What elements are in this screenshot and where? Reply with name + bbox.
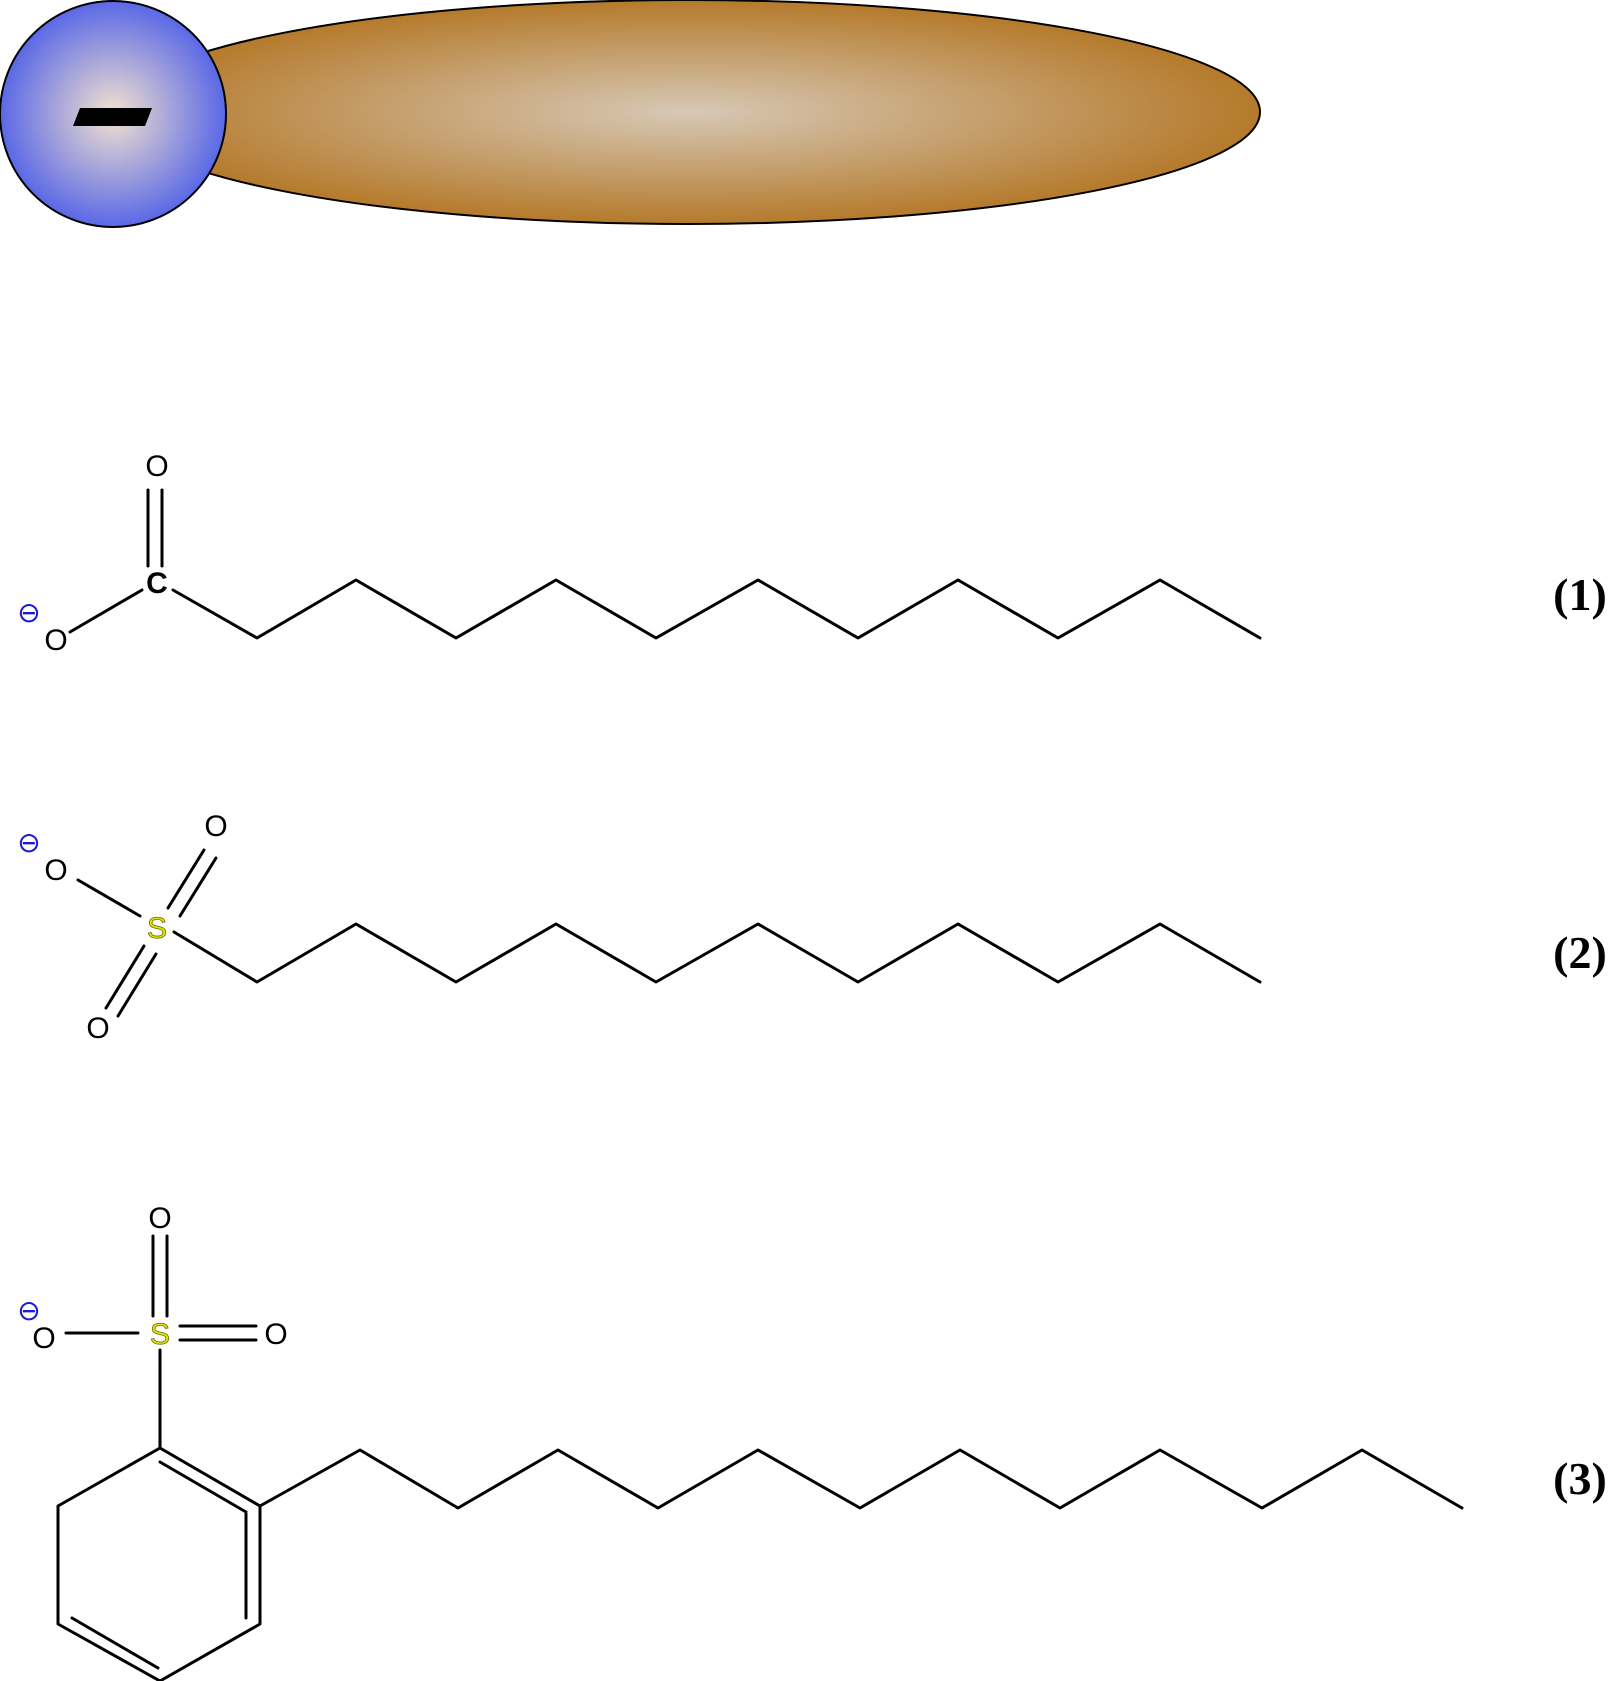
compound-label: (3) bbox=[1553, 1453, 1607, 1504]
atom-oxygen: O bbox=[86, 1012, 109, 1045]
negative-charge-icon: ⊖ bbox=[17, 596, 40, 629]
atom-oxygen: O bbox=[145, 450, 168, 483]
compound-2: O S O O ⊖ (2) bbox=[17, 810, 1607, 1045]
atom-oxygen: O bbox=[264, 1318, 287, 1351]
ring-double-bond bbox=[158, 1460, 248, 1514]
bond-s-o-top-b bbox=[178, 856, 218, 918]
atom-oxygen: O bbox=[44, 854, 67, 887]
compound-1: O C O ⊖ (1) bbox=[17, 450, 1607, 657]
bond-c-o-single bbox=[68, 588, 144, 634]
atom-sulfur: S bbox=[147, 912, 167, 945]
negative-charge-icon: ⊖ bbox=[17, 826, 40, 859]
alkyl-chain-3 bbox=[258, 1448, 1464, 1510]
bond-s-o-bottom-a bbox=[104, 944, 146, 1010]
atom-oxygen: O bbox=[148, 1202, 171, 1235]
compound-label: (1) bbox=[1553, 569, 1607, 620]
atom-oxygen: O bbox=[44, 624, 67, 657]
surfactant-model: - bbox=[0, 0, 1261, 228]
atom-carbon: C bbox=[146, 567, 168, 600]
compound-3: O S O O ⊖ (3) bbox=[17, 1202, 1607, 1681]
bond-s-o-bottom-b bbox=[116, 952, 158, 1018]
atom-oxygen: O bbox=[32, 1322, 55, 1355]
atom-sulfur: S bbox=[150, 1318, 170, 1351]
compound-label: (2) bbox=[1553, 927, 1607, 978]
benzene-ring bbox=[56, 1446, 262, 1681]
ring-double-bond bbox=[70, 1616, 160, 1670]
negative-charge-icon: ⊖ bbox=[17, 1294, 40, 1327]
alkyl-chain-1 bbox=[171, 578, 1262, 640]
hydrophobic-tail bbox=[115, 0, 1261, 225]
bond-s-o-single bbox=[76, 878, 142, 918]
negative-charge-sign bbox=[73, 108, 152, 126]
alkyl-chain-2 bbox=[172, 922, 1262, 984]
atom-oxygen: O bbox=[204, 810, 227, 843]
bond-s-o-top-a bbox=[166, 848, 206, 910]
